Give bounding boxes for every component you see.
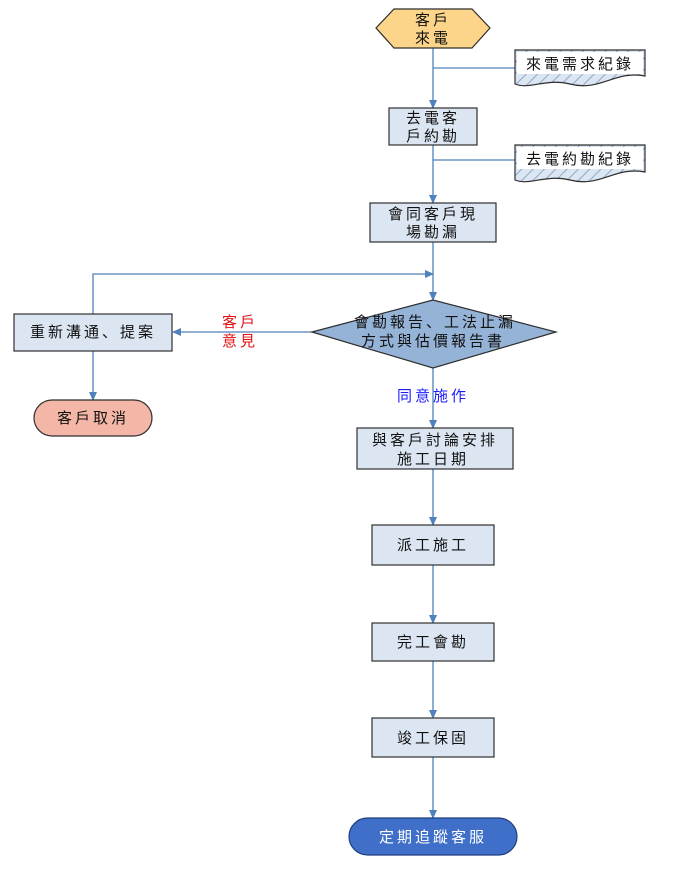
survey-record-label: 去電約勘紀錄 (526, 150, 634, 168)
decision-line-1: 會勘報告、工法止漏 (354, 313, 516, 331)
warranty-label: 竣工保固 (397, 729, 469, 747)
customer-opinion-line-2: 意見 (222, 332, 258, 350)
start-line-1: 客戶 (415, 11, 451, 29)
start-node: 客戶 來電 (375, 8, 491, 49)
customer-opinion-label: 客戶 意見 (222, 313, 258, 350)
end-label: 定期追蹤客服 (379, 828, 487, 846)
agree-label: 同意施作 (397, 387, 469, 405)
call-record-label: 來電需求紀錄 (526, 55, 634, 73)
cancel-label: 客戶取消 (57, 409, 129, 427)
site-survey-line-2: 場勘漏 (406, 223, 460, 241)
inspection-label: 完工會勘 (397, 633, 469, 651)
customer-opinion-line-1: 客戶 (222, 313, 258, 331)
site-survey-node: 會同客戶現 場勘漏 (369, 202, 497, 243)
cancel-node: 客戶取消 (33, 399, 153, 437)
decision-node: 會勘報告、工法止漏 方式與估價報告書 (309, 299, 559, 369)
inspection-node: 完工會勘 (371, 622, 495, 662)
schedule-line-1: 與客戶討論安排 (372, 431, 498, 449)
site-survey-line-1: 會同客戶現 (388, 205, 478, 223)
renegotiate-node: 重新溝通、提案 (13, 313, 173, 352)
start-line-2: 來電 (415, 29, 451, 47)
edge-renegotiate-loop (92, 270, 434, 314)
connectors (89, 48, 515, 819)
renegotiate-label: 重新溝通、提案 (30, 323, 156, 341)
schedule-node: 與客戶討論安排 施工日期 (356, 427, 514, 470)
dispatch-node: 派工施工 (371, 524, 495, 566)
dispatch-label: 派工施工 (397, 536, 469, 554)
schedule-line-2: 施工日期 (397, 450, 469, 468)
call-survey-node: 去電客 戶約勘 (388, 107, 478, 146)
warranty-node: 竣工保固 (371, 717, 495, 758)
survey-record-document: 去電約勘紀錄 (514, 144, 646, 183)
call-record-document: 來電需求紀錄 (514, 49, 646, 87)
decision-line-2: 方式與估價報告書 (361, 332, 505, 350)
call-survey-line-2: 戶約勘 (406, 127, 460, 145)
call-survey-line-1: 去電客 (406, 109, 460, 127)
end-node: 定期追蹤客服 (348, 817, 518, 856)
